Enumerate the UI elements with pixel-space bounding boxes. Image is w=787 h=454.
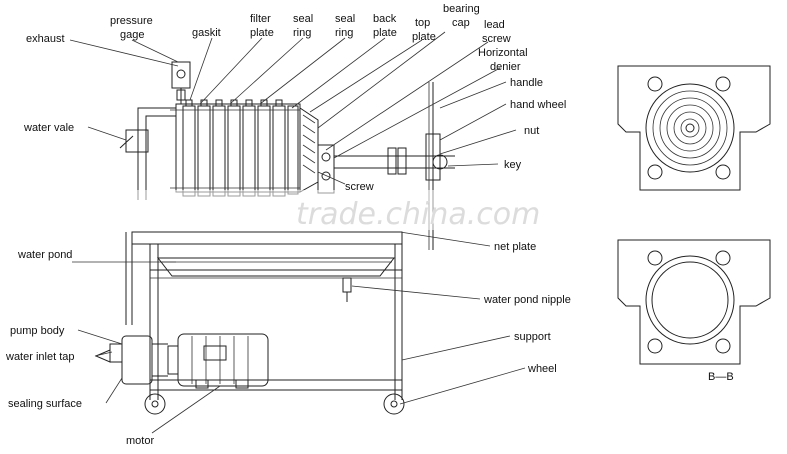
label-pressure-gage-1: pressure <box>110 15 153 27</box>
label-gaskit: gaskit <box>192 27 221 39</box>
leader-lines <box>69 31 526 434</box>
filter-plate-pack <box>170 99 301 197</box>
label-back-plate-1: back <box>373 13 397 25</box>
label-horizontal-denier-1: Horizontal <box>478 47 528 59</box>
label-handle: handle <box>510 77 543 89</box>
label-sealing-surface: sealing surface <box>8 398 82 410</box>
label-motor: motor <box>126 435 154 447</box>
water-valve <box>119 107 176 200</box>
part-labels: exhaust pressure gage gaskit filter plat… <box>5 3 571 447</box>
label-net-plate: net plate <box>494 241 536 253</box>
label-screw: screw <box>345 181 374 193</box>
label-support: support <box>514 331 551 343</box>
back-plate <box>299 107 335 194</box>
label-filter-plate-1: filter <box>250 13 271 25</box>
pressure-gage <box>171 61 191 104</box>
watermark: trade.china.com <box>0 190 787 232</box>
label-bearing-cap-1: bearing <box>443 3 480 15</box>
support-frame <box>125 231 403 400</box>
label-exhaust: exhaust <box>26 33 65 45</box>
side-view-bottom: B—B <box>617 239 771 383</box>
label-bearing-cap-2: cap <box>452 17 470 29</box>
label-water-pond: water pond <box>17 249 72 261</box>
label-horizontal-denier-2: denier <box>490 61 521 73</box>
label-water-pond-nipple: water pond nipple <box>483 294 571 306</box>
label-seal-ring-b-2: ring <box>335 27 353 39</box>
label-lead-screw-1: lead <box>484 19 505 31</box>
label-pressure-gage-2: gage <box>120 29 144 41</box>
label-seal-ring-a-2: ring <box>293 27 311 39</box>
label-lead-screw-2: screw <box>482 33 511 45</box>
label-water-vale: water vale <box>23 122 74 134</box>
filter-press-machine <box>94 61 455 415</box>
section-label: B—B <box>708 371 734 383</box>
label-seal-ring-b-1: seal <box>335 13 355 25</box>
water-pond <box>156 257 396 302</box>
label-top-plate-2: plate <box>412 31 436 43</box>
label-wheel: wheel <box>527 363 557 375</box>
label-water-inlet-tap: water inlet tap <box>5 351 74 363</box>
label-seal-ring-a-1: seal <box>293 13 313 25</box>
label-filter-plate-2: plate <box>250 27 274 39</box>
label-key: key <box>504 159 522 171</box>
label-hand-wheel: hand wheel <box>510 99 566 111</box>
pump-body <box>94 335 168 385</box>
label-back-plate-2: plate <box>373 27 397 39</box>
motor <box>167 333 269 389</box>
side-view-top <box>617 65 771 191</box>
watermark-text: trade.china.com <box>296 197 540 232</box>
label-top-plate-1: top <box>415 17 430 29</box>
label-nut: nut <box>524 125 539 137</box>
label-pump-body: pump body <box>10 325 65 337</box>
wheels <box>144 393 405 415</box>
